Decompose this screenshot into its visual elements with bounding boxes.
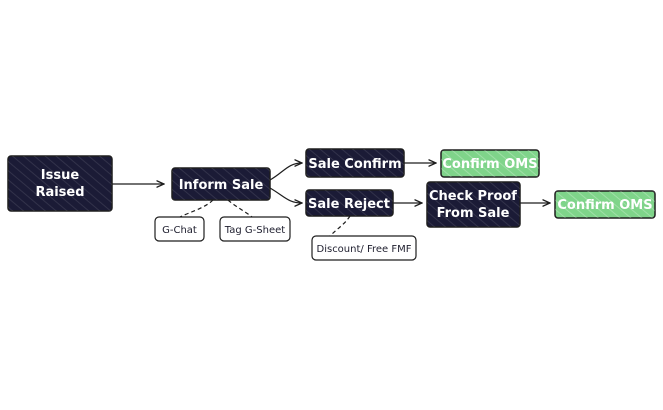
sale-confirm-label: Sale Confirm bbox=[308, 157, 401, 172]
dashed-inform-to-gchat bbox=[179, 199, 214, 218]
inform-sale-label: Inform Sale bbox=[179, 178, 264, 193]
node-issue-raised[interactable]: Issue Raised bbox=[7, 155, 113, 212]
confirm-oms-top-label: Confirm OMS bbox=[442, 157, 537, 172]
check-proof-line1: Check Proof bbox=[429, 189, 517, 204]
confirm-oms-bottom-label: Confirm OMS bbox=[557, 198, 652, 213]
dashed-reject-to-discount bbox=[329, 215, 351, 237]
sale-reject-label: Sale Reject bbox=[308, 197, 390, 212]
arrow-inform-to-confirm bbox=[269, 163, 302, 181]
discount-label: Discount/ Free FMF bbox=[317, 244, 412, 255]
check-proof-line2: From Sale bbox=[437, 206, 510, 221]
node-confirm-oms-top[interactable]: Confirm OMS bbox=[440, 149, 540, 178]
connectors bbox=[112, 163, 550, 237]
node-inform-sale[interactable]: Inform Sale bbox=[171, 167, 271, 201]
node-check-proof[interactable]: Check Proof From Sale bbox=[426, 181, 521, 228]
note-gchat[interactable]: G-Chat bbox=[154, 216, 205, 242]
node-sale-reject[interactable]: Sale Reject bbox=[305, 189, 394, 217]
node-confirm-oms-bottom[interactable]: Confirm OMS bbox=[554, 190, 656, 219]
issue-raised-line1: Issue bbox=[41, 168, 80, 183]
arrow-inform-to-reject bbox=[269, 187, 302, 203]
gchat-label: G-Chat bbox=[162, 225, 197, 236]
note-discount[interactable]: Discount/ Free FMF bbox=[311, 235, 417, 261]
issue-raised-line2: Raised bbox=[35, 185, 84, 200]
note-tag-gsheet[interactable]: Tag G-Sheet bbox=[219, 216, 291, 242]
tag-gsheet-label: Tag G-Sheet bbox=[224, 225, 285, 236]
node-sale-confirm[interactable]: Sale Confirm bbox=[305, 148, 405, 178]
dashed-inform-to-gsheet bbox=[227, 199, 253, 218]
